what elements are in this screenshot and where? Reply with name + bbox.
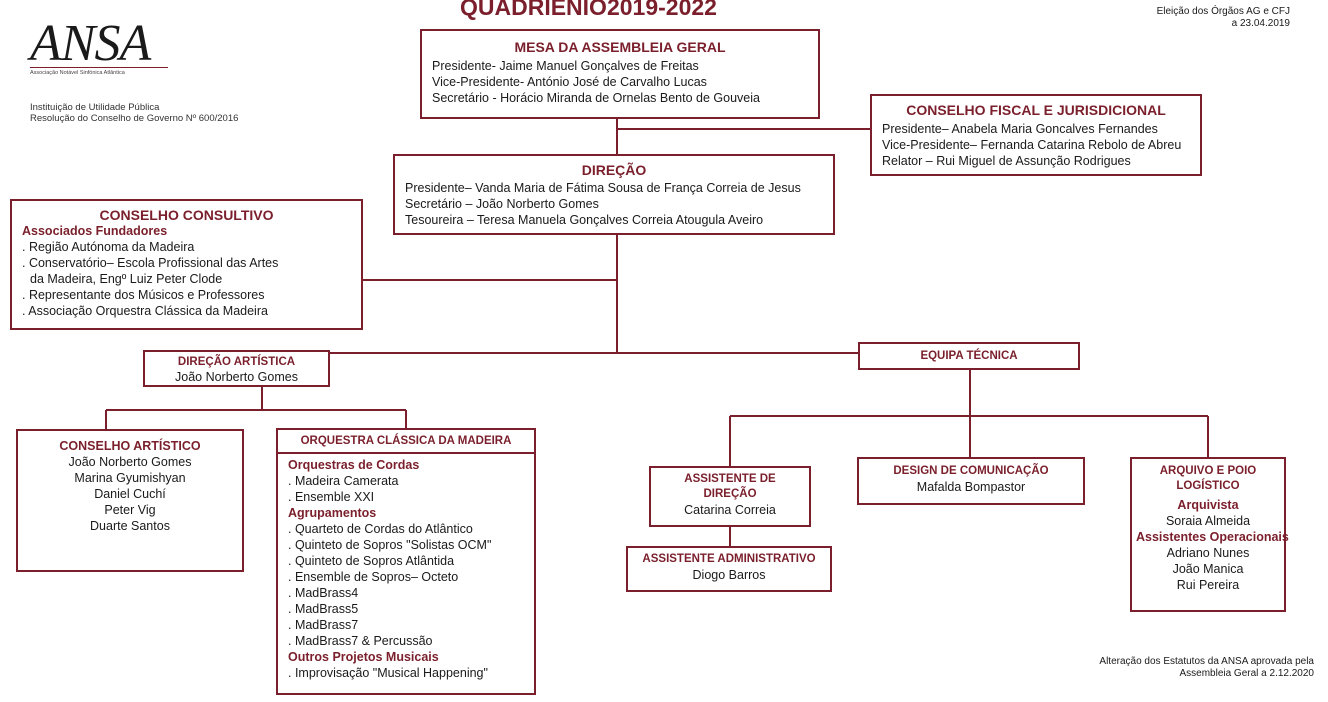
- design-box: DESIGN DE COMUNICAÇÃO Mafalda Bompastor: [857, 457, 1085, 505]
- consultivo-line: . Região Autónoma da Madeira: [22, 240, 195, 254]
- mesa-title: MESA DA ASSEMBLEIA GERAL: [514, 39, 726, 55]
- direcao-line: Presidente– Vanda Maria de Fátima Sousa …: [405, 181, 801, 195]
- assistente-admin-name: Diogo Barros: [692, 568, 766, 582]
- consultivo-subtitle: Associados Fundadores: [22, 224, 168, 238]
- arquivo-name: João Manica: [1172, 562, 1244, 576]
- conselho-artistico-box: CONSELHO ARTÍSTICO João Norberto Gomes M…: [16, 429, 244, 572]
- orquestra-item: . Quinteto de Sopros "Solistas OCM": [288, 538, 492, 552]
- design-name: Mafalda Bompastor: [916, 480, 1026, 494]
- orquestra-item: . Ensemble XXI: [288, 490, 375, 504]
- orquestra-item: . Madeira Camerata: [288, 474, 399, 488]
- logo-wordmark: ANSA: [30, 15, 151, 72]
- arquivo-name: Adriano Nunes: [1166, 546, 1250, 560]
- consultivo-line: . Conservatório– Escola Profissional das…: [22, 256, 279, 270]
- consultivo-line: . Representante dos Músicos e Professore…: [22, 288, 265, 302]
- assistente-direcao-title: ASSISTENTE DE: [684, 473, 776, 485]
- arquivo-subheading: Assistentes Operacionais: [1136, 530, 1289, 544]
- orquestra-group-heading: Agrupamentos: [288, 506, 377, 520]
- direcao-artistica-box: DIREÇÃO ARTÍSTICA João Norberto Gomes: [143, 350, 330, 387]
- mesa-line: Vice-Presidente- António José de Carvalh…: [432, 75, 707, 89]
- institution-line-2: Resolução do Conselho de Governo Nº 600/…: [30, 113, 239, 124]
- orquestra-item: . Ensemble de Sopros– Octeto: [288, 570, 459, 584]
- artistica-name: João Norberto Gomes: [175, 370, 298, 384]
- orquestra-item: . MadBrass7: [288, 618, 359, 632]
- fiscal-line: Relator – Rui Miguel de Assunção Rodrigu…: [882, 154, 1131, 168]
- conselho-consultivo-box: CONSELHO CONSULTIVO Associados Fundadore…: [10, 199, 363, 330]
- orquestra-box: ORQUESTRA CLÁSSICA DA MADEIRA Orquestras…: [276, 428, 536, 695]
- election-note: Eleição dos Órgãos AG e CFJ a 23.04.2019: [1157, 6, 1290, 30]
- orquestra-item: . MadBrass7 & Percussão: [288, 634, 433, 648]
- conselho-artistico-title: CONSELHO ARTÍSTICO: [59, 439, 201, 453]
- direcao-line: Secretário – João Norberto Gomes: [405, 197, 599, 211]
- conselho-artistico-member: Daniel Cuchí: [94, 487, 166, 501]
- mesa-line: Secretário - Horácio Miranda de Ornelas …: [432, 91, 760, 105]
- orquestra-group-heading: Outros Projetos Musicais: [288, 650, 439, 664]
- conselho-artistico-member: João Norberto Gomes: [68, 455, 192, 469]
- orquestra-item: . Quarteto de Cordas do Atlântico: [288, 522, 473, 536]
- assistente-direcao-title: DIREÇÃO: [703, 488, 757, 500]
- election-line-2: a 23.04.2019: [1231, 18, 1290, 29]
- page-title: QUADRIÉNIO2019-2022: [460, 0, 717, 20]
- design-title: DESIGN DE COMUNICAÇÃO: [893, 465, 1049, 477]
- consultivo-line: . Associação Orquestra Clássica da Madei…: [22, 304, 268, 318]
- conselho-artistico-member: Peter Vig: [104, 503, 156, 517]
- arquivo-title: LOGÍSTICO: [1176, 480, 1240, 492]
- arquivo-subheading: Arquivista: [1177, 498, 1239, 512]
- fiscal-title: CONSELHO FISCAL E JURISDICIONAL: [906, 102, 1166, 118]
- tecnica-title: EQUIPA TÉCNICA: [920, 350, 1018, 362]
- arquivo-box: ARQUIVO E POIO LOGÍSTICO Arquivista Sora…: [1130, 457, 1289, 612]
- assistente-admin-title: ASSISTENTE ADMINISTRATIVO: [642, 553, 816, 565]
- institution-line-1: Instituição de Utilidade Pública: [30, 102, 160, 113]
- conselho-artistico-member: Duarte Santos: [90, 519, 170, 533]
- mesa-assembleia-box: MESA DA ASSEMBLEIA GERAL Presidente- Jai…: [420, 29, 820, 119]
- direcao-box: DIREÇÃO Presidente– Vanda Maria de Fátim…: [393, 154, 835, 235]
- conselho-artistico-member: Marina Gyumishyan: [74, 471, 186, 485]
- consultivo-title: CONSELHO CONSULTIVO: [99, 207, 274, 223]
- assistente-direcao-name: Catarina Correia: [684, 503, 776, 517]
- orquestra-group-heading: Orquestras de Cordas: [288, 458, 420, 472]
- fiscal-line: Vice-Presidente– Fernanda Catarina Rebol…: [882, 138, 1182, 152]
- assistente-admin-box: ASSISTENTE ADMINISTRATIVO Diogo Barros: [626, 546, 832, 592]
- direcao-line: Tesoureira – Teresa Manuela Gonçalves Co…: [405, 213, 764, 227]
- arquivo-name: Soraia Almeida: [1165, 514, 1251, 528]
- assistente-direcao-box: ASSISTENTE DE DIREÇÃO Catarina Correia: [649, 466, 811, 527]
- consultivo-line: da Madeira, Engº Luiz Peter Clode: [30, 272, 223, 286]
- arquivo-title: ARQUIVO E POIO: [1159, 465, 1257, 477]
- election-line-1: Eleição dos Órgãos AG e CFJ: [1156, 6, 1290, 17]
- orquestra-item: . MadBrass5: [288, 602, 359, 616]
- statutes-line-2: Assembleia Geral a 2.12.2020: [1179, 668, 1314, 679]
- institution-note: Instituição de Utilidade Pública Resoluç…: [30, 102, 238, 124]
- direcao-title: DIREÇÃO: [581, 162, 647, 178]
- orquestra-item: . Improvisação "Musical Happening": [288, 666, 488, 680]
- statutes-note: Alteração dos Estatutos da ANSA aprovada…: [1099, 656, 1314, 680]
- conselho-fiscal-box: CONSELHO FISCAL E JURISDICIONAL Presiden…: [870, 94, 1202, 176]
- logo-tagline: Associação Notável Sinfónica Atlântica: [30, 67, 168, 76]
- statutes-line-1: Alteração dos Estatutos da ANSA aprovada…: [1099, 656, 1314, 667]
- orquestra-item: . MadBrass4: [288, 586, 359, 600]
- mesa-line: Presidente- Jaime Manuel Gonçalves de Fr…: [432, 59, 699, 73]
- fiscal-line: Presidente– Anabela Maria Goncalves Fern…: [882, 122, 1158, 136]
- equipa-tecnica-box: EQUIPA TÉCNICA: [858, 342, 1080, 370]
- arquivo-name: Rui Pereira: [1176, 578, 1240, 592]
- artistica-title: DIREÇÃO ARTÍSTICA: [177, 356, 296, 368]
- orquestra-title: ORQUESTRA CLÁSSICA DA MADEIRA: [278, 430, 534, 454]
- orquestra-item: . Quinteto de Sopros Atlântida: [288, 554, 455, 568]
- ansa-logo: ANSA Associação Notável Sinfónica Atlânt…: [30, 14, 168, 76]
